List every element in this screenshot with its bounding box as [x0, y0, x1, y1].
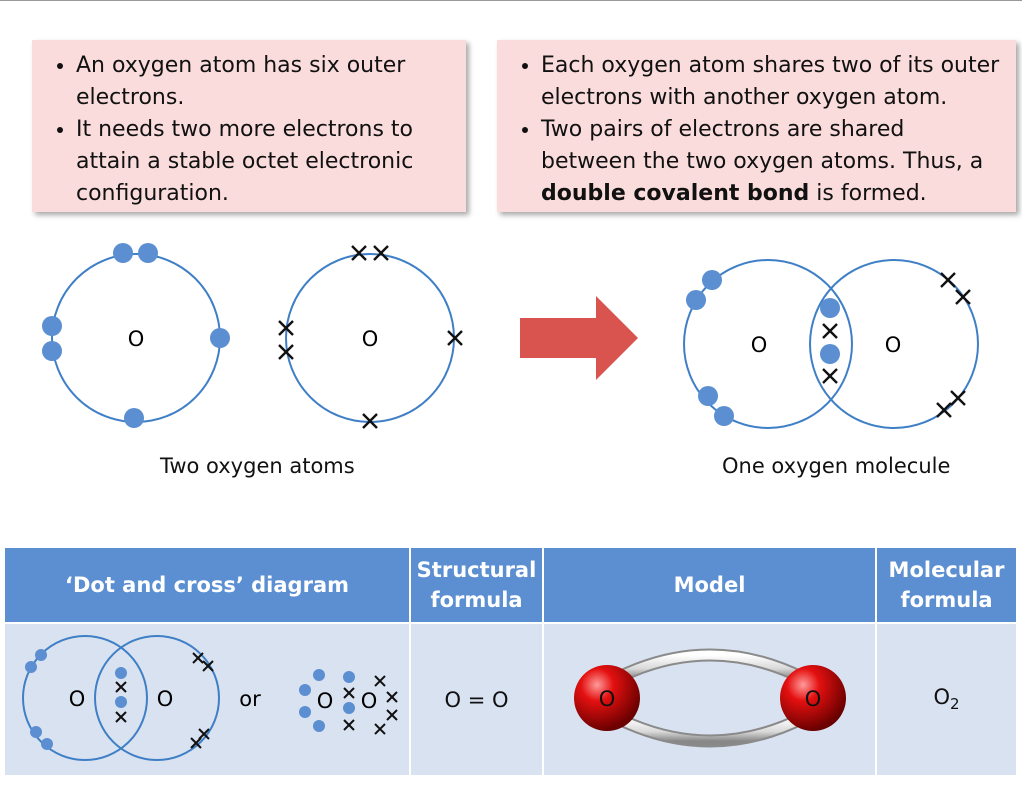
caption-two-atoms: Two oxygen atoms — [160, 454, 355, 478]
formula-base: O — [933, 685, 950, 710]
electron-cross — [372, 244, 390, 262]
electron-dot — [313, 669, 325, 681]
note-right-bullet-2-text: Two pairs of electrons are shared betwee… — [541, 117, 984, 174]
compact-atom-label-left: O — [317, 689, 334, 713]
mini-atom-label-right: O — [157, 687, 174, 711]
caption-molecule: One oxygen molecule — [722, 454, 951, 478]
electron-dot — [113, 243, 133, 263]
note-right-bullet-2: Two pairs of electrons are shared betwee… — [541, 114, 1002, 210]
shared-electron-dot — [115, 667, 127, 679]
shared-electron-dot — [820, 298, 840, 318]
reaction-arrow — [520, 296, 638, 380]
electron-dot — [35, 649, 47, 661]
shared-electron-dot — [820, 344, 840, 364]
electron-cross — [949, 389, 967, 407]
ball-and-stick-model: O O — [573, 648, 846, 748]
mini-atom-label-left: O — [69, 687, 86, 711]
cell-dot-cross: O O or O O — [3, 622, 411, 777]
electron-dot — [138, 243, 158, 263]
electron-dot — [41, 738, 53, 750]
electron-cross — [446, 329, 464, 347]
cell-model: O O — [542, 622, 877, 777]
electron-cross — [954, 288, 972, 306]
note-right-bullet-1: Each oxygen atom shares two of its outer… — [541, 50, 1002, 114]
header-molecular-formula: Molecular formula — [875, 546, 1018, 624]
electron-dot — [714, 406, 734, 426]
atom-label-left: O — [751, 333, 768, 357]
model-atom-label-left: O — [598, 687, 615, 711]
top-divider — [0, 0, 1022, 1]
oxygen-atom-dots: O — [42, 243, 230, 428]
note-left-bullet-1: An oxygen atom has six outer electrons. — [76, 50, 452, 114]
note-left-bullet-2: It needs two more electrons to attain a … — [76, 114, 452, 210]
note-right-bullet-2-end: is formed. — [809, 181, 927, 206]
oxygen-summary-table: ‘Dot and cross’ diagram Structural formu… — [3, 546, 1018, 777]
compact-crosses — [343, 675, 398, 735]
atom-label: O — [362, 327, 379, 351]
atom-label: O — [128, 327, 145, 351]
header-model: Model — [542, 546, 877, 624]
electron-cross — [350, 244, 368, 262]
electron-dot — [30, 726, 42, 738]
mini-crosses — [115, 652, 214, 749]
note-bond-formation: Each oxygen atom shares two of its outer… — [497, 40, 1016, 212]
shared-electron-dot — [343, 702, 355, 714]
note-right-list: Each oxygen atom shares two of its outer… — [507, 50, 1002, 210]
note-oxygen-atom: An oxygen atom has six outer electrons. … — [32, 40, 466, 212]
electron-dot — [42, 341, 62, 361]
shared-electron-dot — [343, 671, 355, 683]
dot-cross-mini-diagram: O O or O O — [22, 635, 398, 761]
electron-cross — [939, 271, 957, 289]
electron-dot — [42, 316, 62, 336]
electron-dot — [299, 684, 311, 696]
oxygen-bonding-diagram: O O O O — [42, 243, 979, 430]
formula-subscript: 2 — [949, 695, 960, 714]
model-atom-label-right: O — [804, 687, 821, 711]
oxygen-atom-crosses: O — [277, 244, 464, 430]
table-row: O O or O O — [3, 622, 1018, 777]
double-covalent-bond-term: double covalent bond — [541, 181, 810, 206]
electron-cross — [935, 401, 953, 419]
electron-dot — [702, 270, 722, 290]
electron-dot — [299, 706, 311, 718]
electron-dot — [313, 720, 325, 732]
oxygen-molecule: O O — [683, 259, 979, 429]
electron-dot — [698, 386, 718, 406]
electron-dot — [686, 290, 706, 310]
electron-dot — [210, 328, 230, 348]
electron-dot — [25, 661, 37, 673]
oxygen-ball-right — [779, 665, 846, 731]
shared-electron-cross — [821, 367, 839, 385]
header-dot-cross: ‘Dot and cross’ diagram — [3, 546, 411, 624]
table-header-row: ‘Dot and cross’ diagram Structural formu… — [3, 546, 1018, 624]
shared-electron-dot — [115, 696, 127, 708]
header-structural-formula: Structural formula — [409, 546, 544, 624]
electron-dot — [124, 408, 144, 428]
shared-electron-cross — [821, 322, 839, 340]
oxygen-ball-left — [573, 665, 640, 731]
compact-atom-label-right: O — [361, 689, 378, 713]
atom-label-right: O — [885, 333, 902, 357]
cell-structural-formula: O = O — [409, 622, 544, 777]
note-left-list: An oxygen atom has six outer electrons. … — [42, 50, 452, 210]
or-label: or — [239, 687, 261, 711]
cell-molecular-formula: O2 — [875, 622, 1018, 777]
